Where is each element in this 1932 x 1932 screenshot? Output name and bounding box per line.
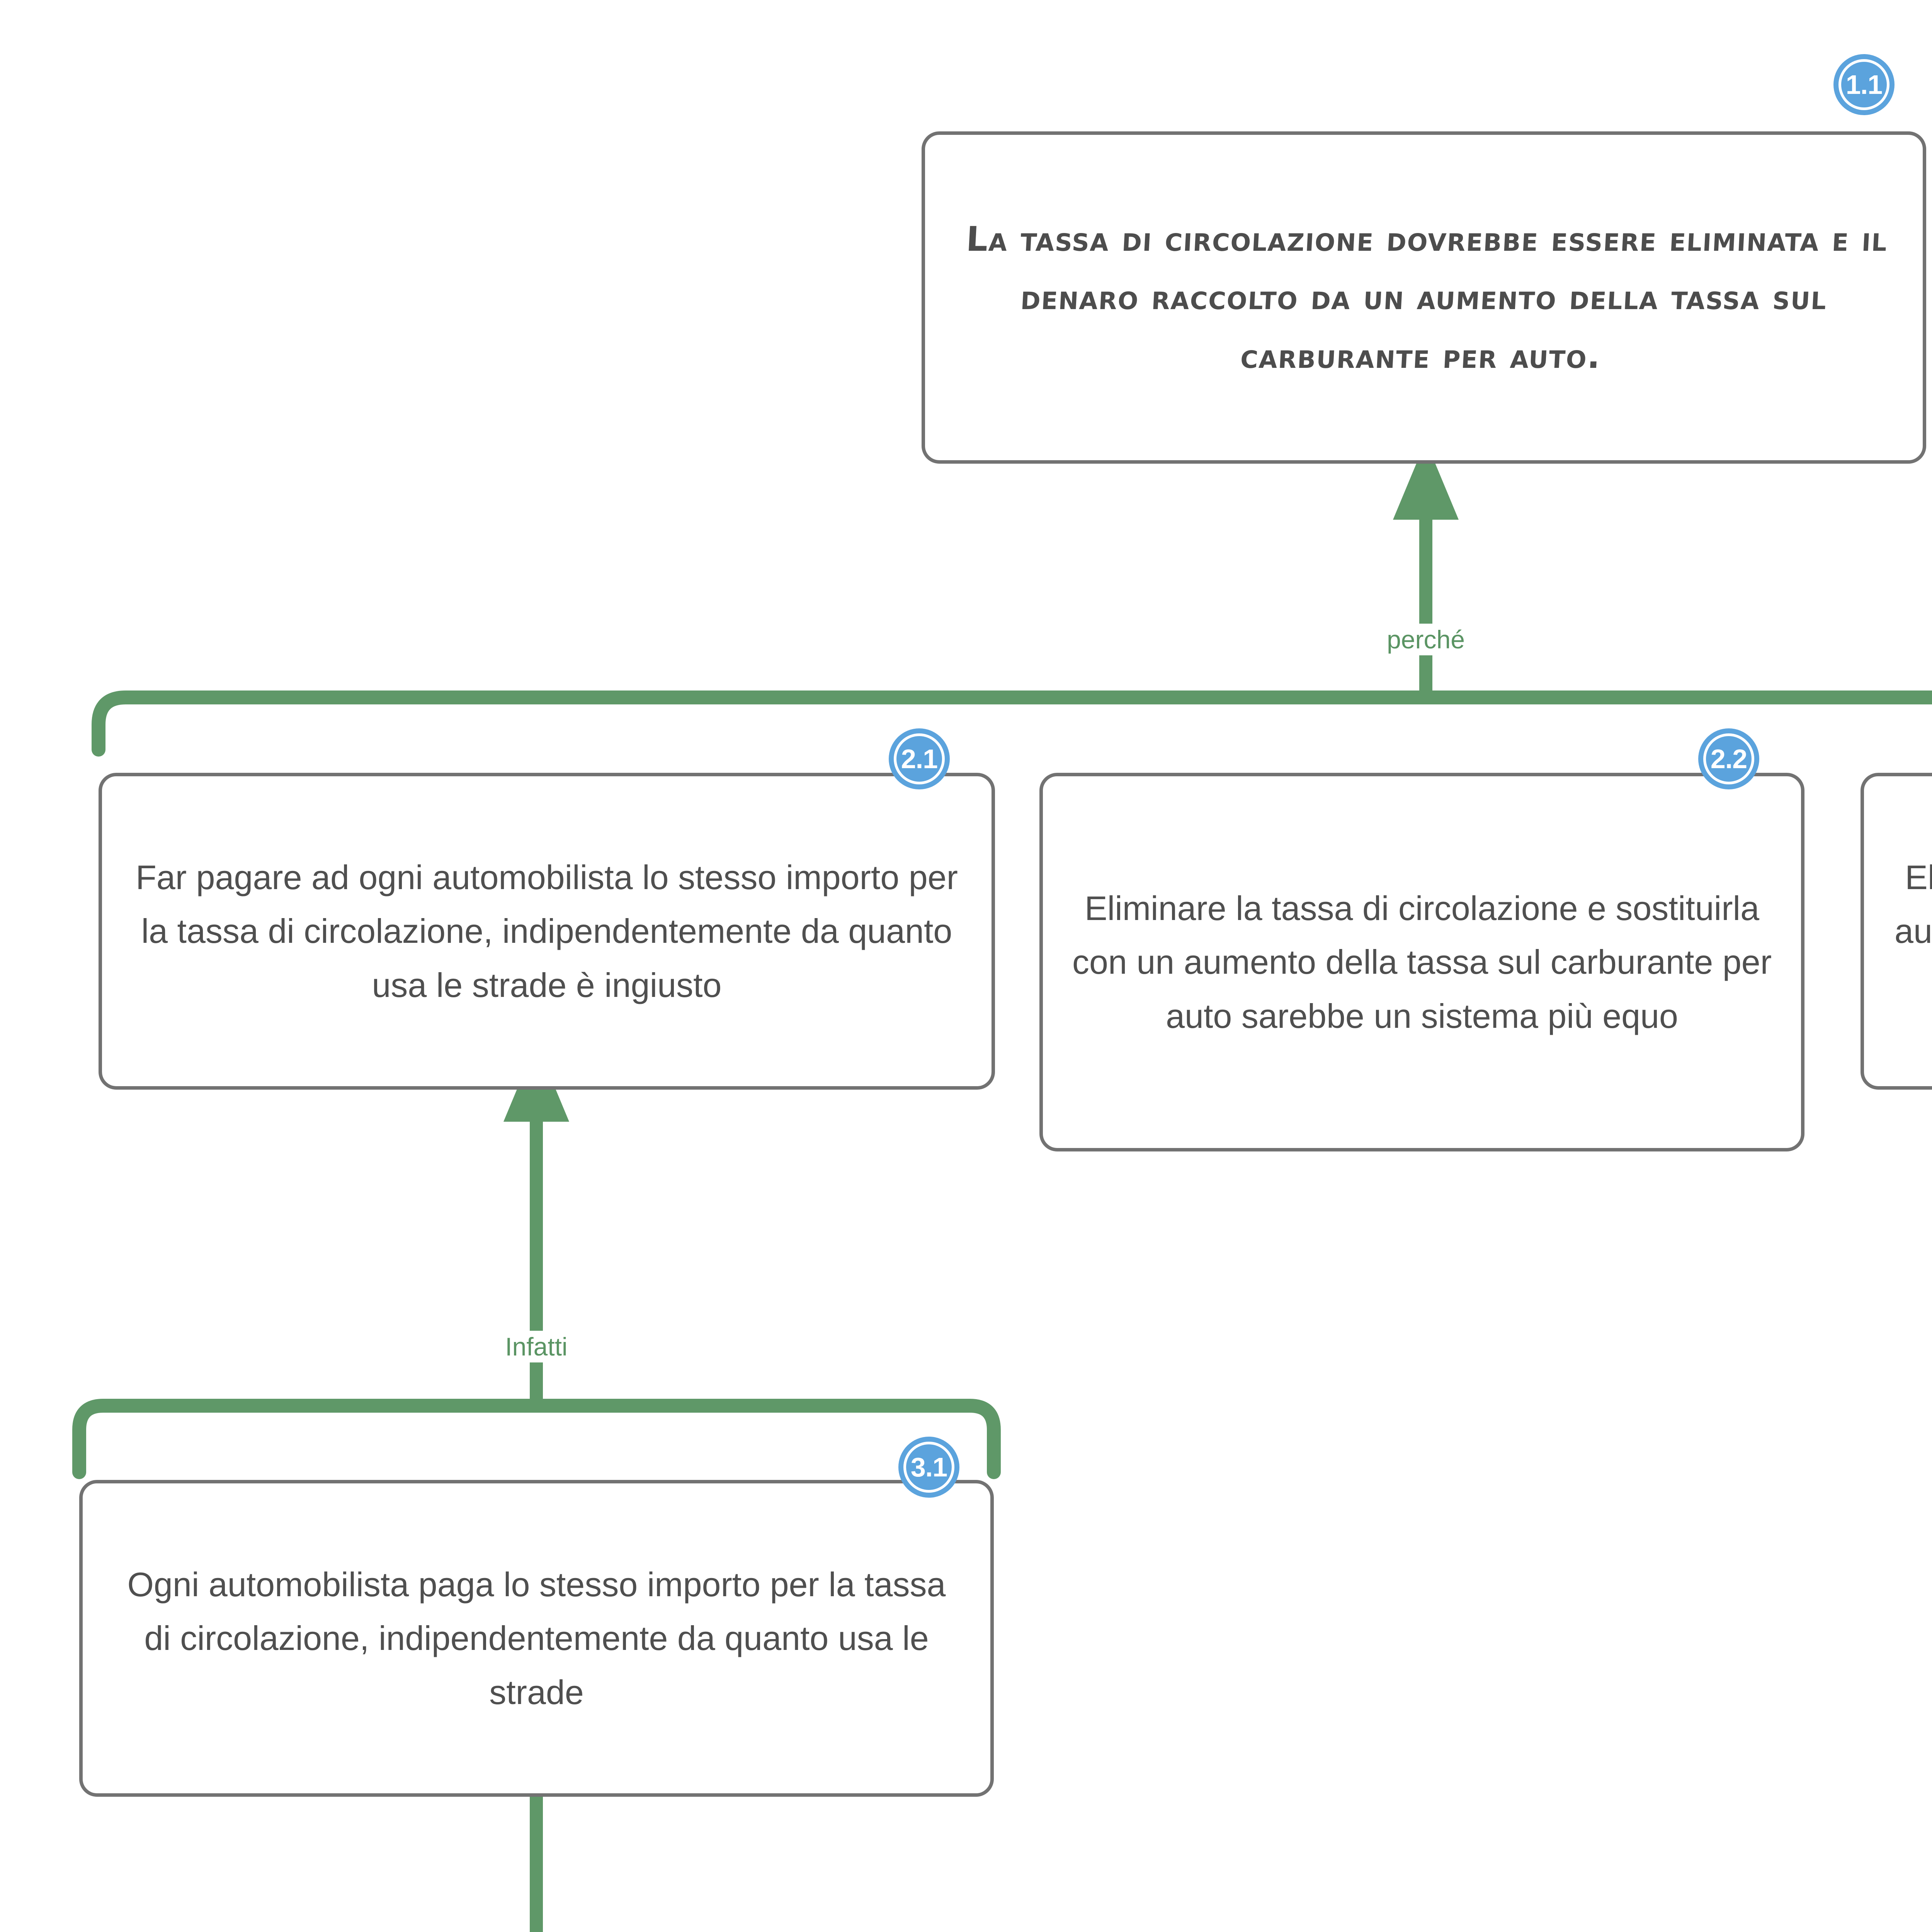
node-badge-1-1[interactable]: 1.1 — [1833, 54, 1895, 115]
node-2-3-text: Eliminare la tassa di circolazione e sos… — [1895, 858, 1932, 951]
node-badge-1-1-label: 1.1 — [1845, 70, 1883, 100]
bracket-level2 — [92, 690, 1932, 757]
node-badge-3-1[interactable]: 3.1 — [898, 1437, 959, 1498]
bracket-level3 — [72, 1399, 1001, 1479]
node-badge-2-1-label: 2.1 — [901, 744, 938, 774]
node-2-1-text: Far pagare ad ogni automobilista lo stes… — [136, 858, 958, 1004]
node-2-2[interactable]: Eliminare la tassa di circolazione e sos… — [1039, 773, 1804, 1151]
node-2-1[interactable]: Far pagare ad ogni automobilista lo stes… — [99, 773, 995, 1090]
edge-label-infatti: Infatti — [497, 1331, 575, 1362]
edge-infatti — [72, 1043, 1001, 1479]
node-2-2-text: Eliminare la tassa di circolazione e sos… — [1072, 889, 1772, 1035]
edge-per-esempio — [530, 1795, 543, 1932]
edge-perche — [92, 441, 1932, 757]
node-badge-2-2[interactable]: 2.2 — [1698, 728, 1759, 789]
node-badge-2-2-label: 2.2 — [1710, 744, 1747, 774]
node-3-1-text: Ogni automobilista paga lo stesso import… — [127, 1565, 946, 1711]
edge-label-perche: perché — [1379, 624, 1473, 655]
node-badge-2-1[interactable]: 2.1 — [889, 728, 950, 789]
node-3-1[interactable]: Ogni automobilista paga lo stesso import… — [79, 1480, 994, 1797]
node-1-1-text: La tassa di circolazione dovrebbe essere… — [965, 219, 1889, 376]
node-badge-3-1-label: 3.1 — [910, 1452, 947, 1482]
node-2-3[interactable]: Eliminare la tassa di circolazione e sos… — [1861, 773, 1932, 1090]
node-1-1[interactable]: La tassa di circolazione dovrebbe essere… — [922, 131, 1926, 464]
